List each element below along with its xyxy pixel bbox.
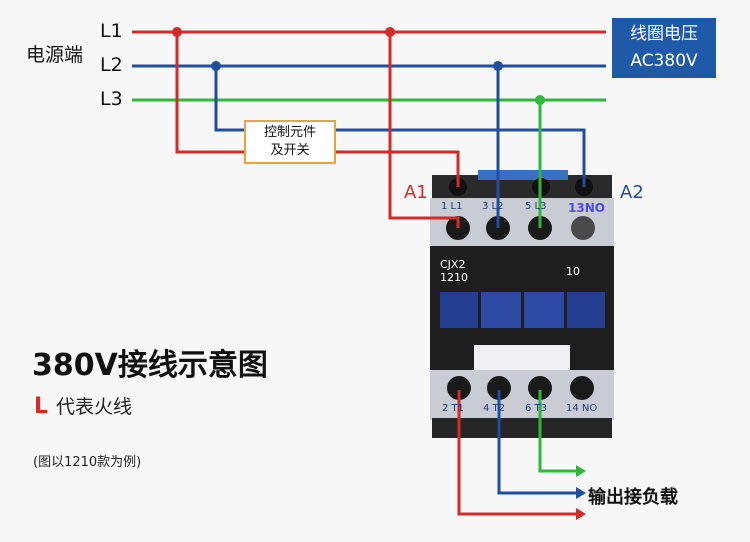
terminal-A2-label: A2: [620, 182, 644, 203]
legend-symbol: L: [34, 394, 49, 419]
wire-L1-to-terminal1: [388, 32, 460, 228]
screw-14NO: [570, 376, 594, 400]
wire-ctrl-L1-in: [175, 32, 244, 154]
arrow-out-T3: [576, 465, 586, 477]
junction-dot: [535, 95, 545, 105]
coil-voltage-value: AC380V: [630, 51, 698, 71]
screw-13NO: [571, 216, 595, 240]
bottom-terminal-block: [432, 418, 612, 438]
terminal-label-6-T3: 6 T3: [525, 403, 548, 414]
model-line1: CJX2: [440, 258, 466, 271]
line-label-L2: L2: [100, 54, 123, 76]
terminal-label-4-T2: 4 T2: [483, 403, 506, 414]
wire-out-T3: [538, 390, 578, 473]
top-blue-cover: [478, 170, 568, 180]
control-element-line1: 控制元件: [263, 125, 316, 140]
wire-ctrl-L2-in: [214, 66, 244, 132]
model-line2: 1210: [440, 271, 468, 284]
indicator-window-2: [481, 292, 521, 328]
terminal-label-14NO: 14 NO: [566, 403, 598, 414]
wire-out-T2: [497, 390, 578, 495]
screw-T2: [487, 376, 511, 400]
terminal-label-2-T1: 2 T1: [442, 403, 465, 414]
diagram-title: 380V接线示意图: [32, 348, 268, 383]
terminal-label-13NO: 13NO: [568, 201, 605, 215]
screw-T3: [528, 376, 552, 400]
junction-dot: [211, 61, 221, 71]
coil-voltage-title: 线圈电压: [630, 24, 698, 44]
source-label: 电源端: [26, 44, 84, 66]
screw-T1: [447, 376, 471, 400]
terminal-A1-label: A1: [404, 182, 428, 203]
indicator-window-1: [440, 292, 478, 328]
junction-dot: [385, 27, 395, 37]
terminal-label-5-L3: 5 L3: [525, 201, 547, 212]
terminal-label-3-L2: 3 L2: [482, 201, 504, 212]
aux-contact-label: 10: [566, 265, 580, 278]
terminal-label-1-L1: 1 L1: [441, 201, 463, 212]
legend: L 代表火线: [34, 392, 132, 419]
arrow-out-T1: [576, 508, 586, 520]
junction-dot: [493, 61, 503, 71]
indicator-window-3: [524, 292, 564, 328]
contactor-model: CJX2 1210: [440, 258, 468, 284]
arrow-out-T2: [576, 487, 586, 499]
control-element-line2: 及开关: [270, 143, 310, 158]
line-label-L1: L1: [100, 20, 123, 42]
junction-dot: [172, 27, 182, 37]
control-element-box: 控制元件 及开关: [244, 120, 336, 164]
output-load-label: 输出接负载: [588, 487, 678, 508]
coil-voltage-box: 线圈电压 AC380V: [612, 18, 716, 78]
legend-text: 代表火线: [56, 396, 133, 418]
wire-ctrl-to-A2: [336, 128, 586, 187]
indicator-window-4: [567, 292, 605, 328]
contactor: [430, 170, 614, 438]
line-label-L3: L3: [100, 88, 123, 110]
example-note: (图以1210款为例): [33, 455, 142, 470]
wire-out-T1: [457, 390, 578, 516]
wire-ctrl-to-A1: [336, 150, 460, 187]
